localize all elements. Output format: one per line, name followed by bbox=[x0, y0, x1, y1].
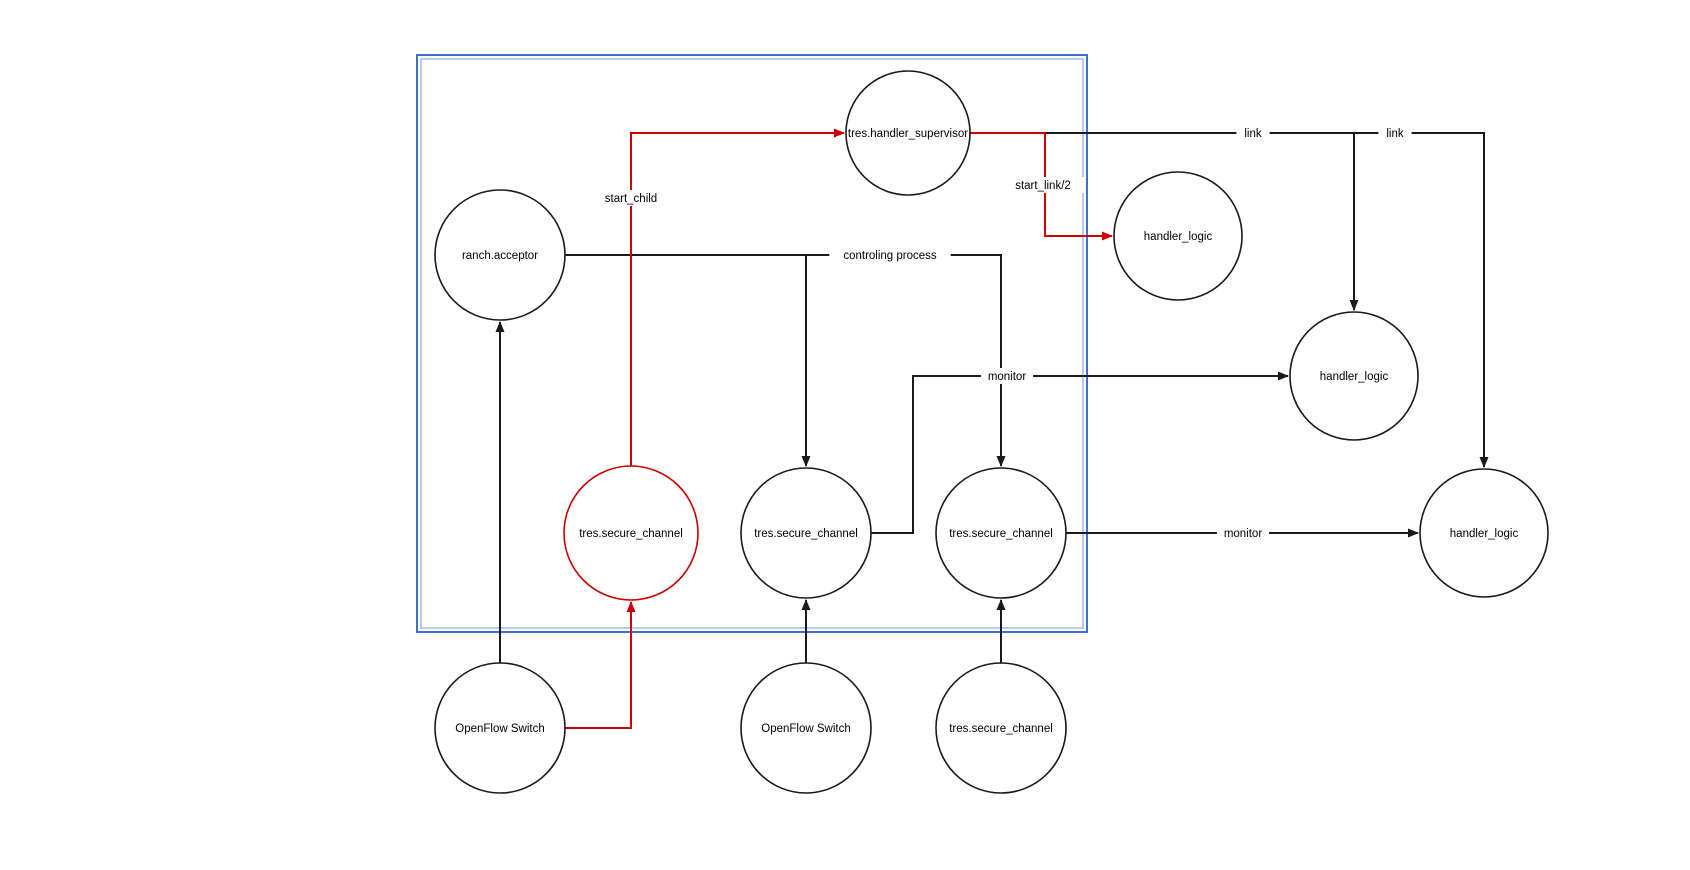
node-label-secure-channel-right: tres.secure_channel bbox=[949, 528, 1053, 540]
edge-label-start-link-2: start_link/2 bbox=[1015, 180, 1071, 192]
edge-label-controling-1: controling process bbox=[843, 250, 937, 262]
edge-label-link-1: link bbox=[1244, 128, 1262, 140]
node-secure-channel-red bbox=[563, 465, 699, 601]
node-label-handler-supervisor: tres.handler_supervisor bbox=[848, 128, 968, 140]
edge-label-bg-link-1 bbox=[1236, 125, 1270, 141]
node-openflow-switch-1 bbox=[434, 662, 566, 794]
supervision-boundary-box-inner bbox=[420, 58, 1084, 629]
edge-label-link-2: link bbox=[1386, 128, 1404, 140]
edge-label-start-child: start_child bbox=[605, 193, 657, 205]
node-secure-channel-right bbox=[935, 467, 1067, 599]
node-secure-channel-bottom bbox=[935, 662, 1067, 794]
edge-label-bg-monitor-1 bbox=[980, 368, 1034, 384]
node-label-openflow-switch-2: OpenFlow Switch bbox=[761, 723, 850, 735]
edge-start-child bbox=[630, 128, 845, 466]
edge-label-bg-start-child bbox=[592, 190, 670, 206]
node-handler-logic-2 bbox=[1289, 311, 1419, 441]
edge-label-monitor-2: monitor bbox=[1224, 528, 1263, 540]
edge-label-bg-controling-1 bbox=[829, 247, 951, 263]
node-label-handler-logic-2: handler_logic bbox=[1320, 371, 1389, 383]
edge-label-bg-link-2 bbox=[1378, 125, 1412, 141]
edge-label-bg-start-link-2 bbox=[1001, 177, 1085, 193]
node-label-handler-logic-3: handler_logic bbox=[1450, 528, 1519, 540]
node-label-handler-logic-1: handler_logic bbox=[1144, 231, 1213, 243]
node-label-secure-channel-red: tres.secure_channel bbox=[579, 528, 683, 540]
edge-label-bg-monitor-2 bbox=[1216, 525, 1270, 541]
node-secure-channel-mid bbox=[740, 467, 872, 599]
node-handler-logic-1 bbox=[1113, 171, 1243, 301]
edge-monitor-1 bbox=[871, 371, 1289, 534]
edge-switch1-to-red-secure bbox=[565, 601, 636, 729]
node-ranch-acceptor bbox=[434, 189, 566, 321]
edge-label-monitor-1: monitor bbox=[988, 371, 1027, 383]
node-handler-logic-3 bbox=[1419, 468, 1549, 598]
node-label-secure-channel-mid: tres.secure_channel bbox=[754, 528, 858, 540]
supervision-boundary-box-outer bbox=[416, 54, 1088, 633]
node-label-openflow-switch-1: OpenFlow Switch bbox=[455, 723, 544, 735]
edge-controling-1 bbox=[565, 254, 1006, 467]
node-label-secure-channel-bottom: tres.secure_channel bbox=[949, 723, 1053, 735]
node-label-ranch-acceptor: ranch.acceptor bbox=[462, 250, 538, 262]
node-openflow-switch-2 bbox=[740, 662, 872, 794]
node-handler-supervisor bbox=[845, 70, 971, 196]
